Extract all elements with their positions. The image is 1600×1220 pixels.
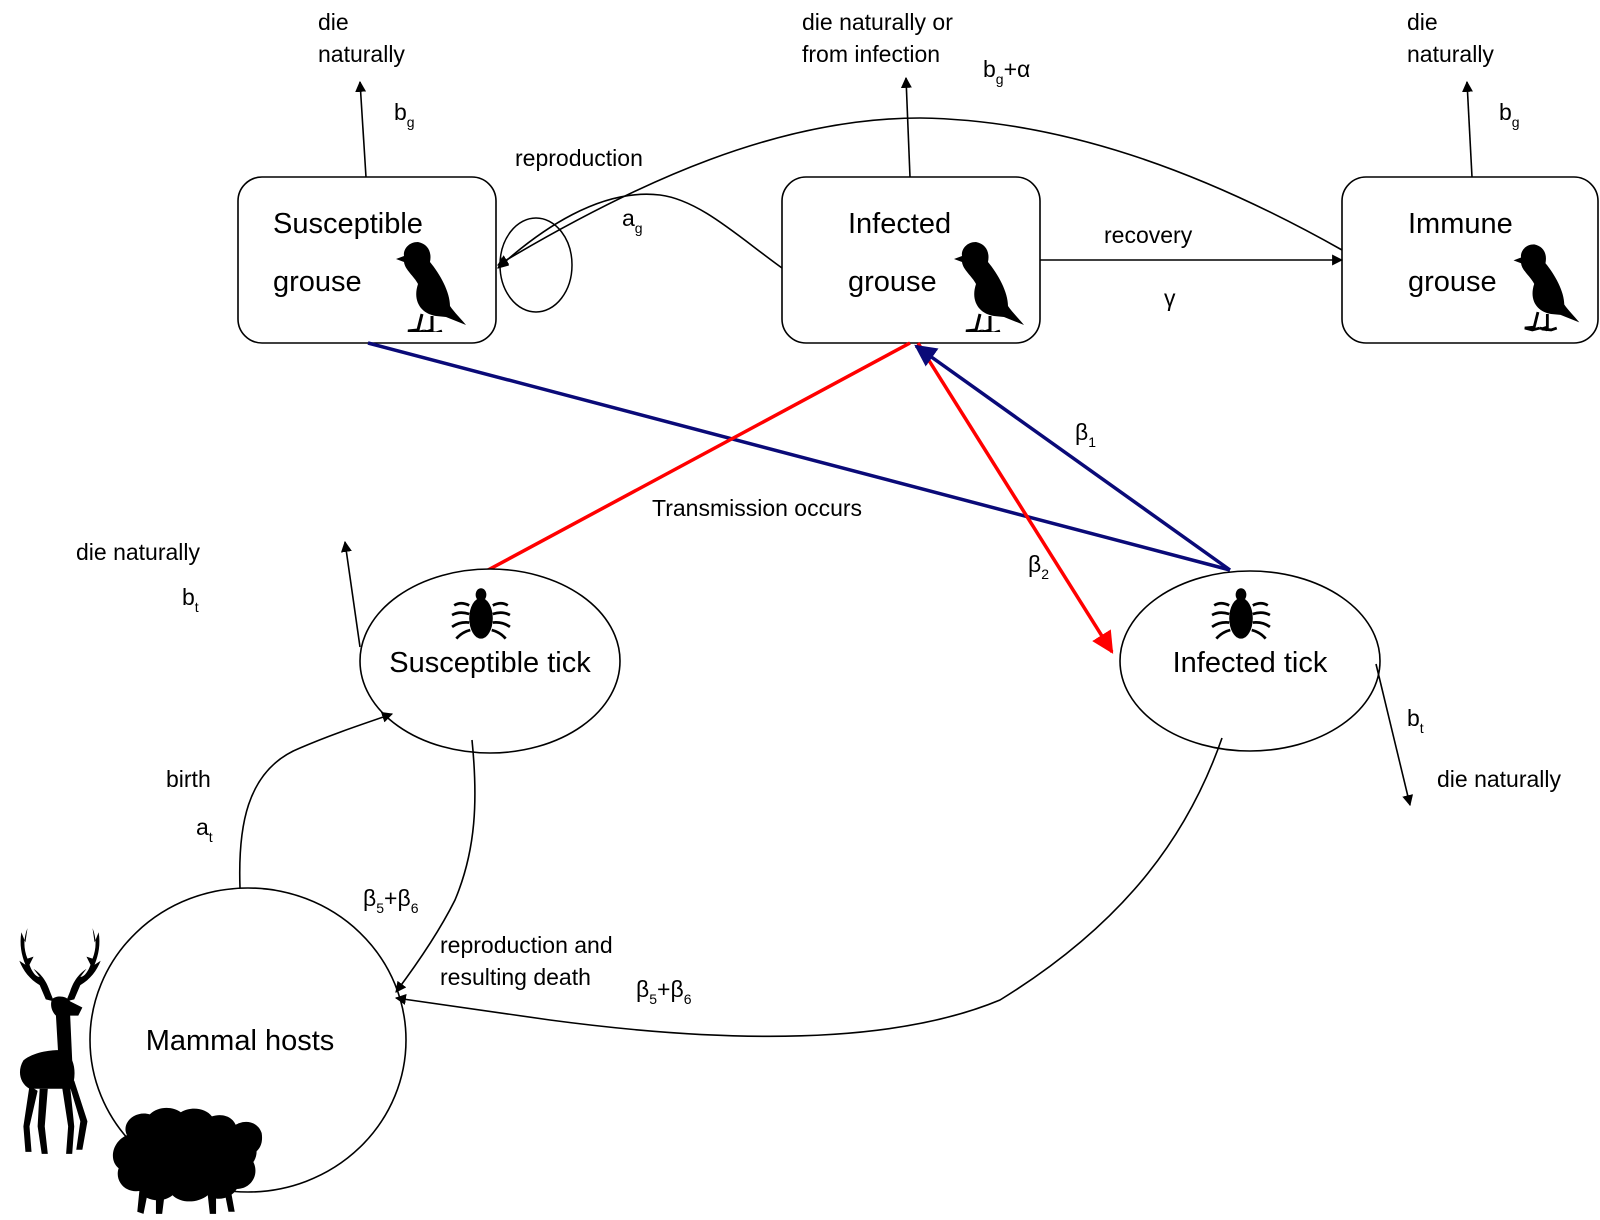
susceptible-grouse-death-arrow xyxy=(355,80,367,178)
ig-die-label: die naturally or xyxy=(802,9,953,35)
node-susceptible-grouse: Susceptible grouse xyxy=(237,176,497,344)
deer-icon xyxy=(19,928,101,1154)
repro-death-label-line2: resulting death xyxy=(440,964,591,990)
repro-death-label: reproduction and xyxy=(440,932,613,958)
node-infected-grouse: Infected grouse xyxy=(781,176,1041,344)
immune-grouse-label: Immune xyxy=(1408,208,1513,240)
param-bt-susceptible: bt xyxy=(182,584,199,615)
birth-label: birth xyxy=(166,766,211,792)
mammal-hosts-label: Mammal hosts xyxy=(146,1025,335,1057)
param-beta56-susceptible: β5+β6 xyxy=(363,885,419,916)
param-beta56-infected: β5+β6 xyxy=(636,976,692,1007)
infected-grouse-label: Infected xyxy=(848,208,951,240)
susceptible-grouse-label-line2: grouse xyxy=(273,266,362,298)
node-mammal-hosts: Mammal hosts xyxy=(19,887,407,1214)
it-die-label: die naturally xyxy=(1437,766,1562,792)
param-at: at xyxy=(196,814,213,845)
infected-tick-label: Infected tick xyxy=(1173,647,1328,679)
infected-tick-death-arrow xyxy=(1375,663,1414,807)
infected-reproduction-arrow xyxy=(497,193,783,269)
birth-arrow xyxy=(238,712,394,889)
recovery-label: recovery xyxy=(1104,222,1193,248)
st-die-label: die naturally xyxy=(76,539,201,565)
immune-reproduction-arrow xyxy=(497,117,1343,266)
immune-grouse-label-line2: grouse xyxy=(1408,266,1497,298)
infected-grouse-label-line2: grouse xyxy=(848,266,937,298)
im-die-label: die xyxy=(1407,9,1438,35)
ig-die-label-line2: from infection xyxy=(802,41,940,67)
param-bg-immune: bg xyxy=(1499,99,1520,130)
param-beta2: β2 xyxy=(1028,551,1049,582)
beta2-transmission-arrow xyxy=(916,342,1114,654)
susceptible-grouse-label: Susceptible xyxy=(273,208,423,240)
node-susceptible-tick: Susceptible tick xyxy=(359,568,621,754)
sg-die-label: die xyxy=(318,9,349,35)
im-die-label-line2: naturally xyxy=(1407,41,1494,67)
infected-tick-reproduction-arrow xyxy=(394,737,1223,1038)
param-bg-susceptible: bg xyxy=(394,99,415,130)
node-immune-grouse: Immune grouse xyxy=(1341,176,1599,344)
infected-grouse-to-susceptible-tick-line xyxy=(487,341,911,572)
transmission-label: Transmission occurs xyxy=(652,495,862,521)
param-beta1: β1 xyxy=(1075,419,1096,450)
param-bg-alpha: bg+α xyxy=(983,56,1030,87)
sheep-icon xyxy=(112,1107,263,1214)
param-ag: ag xyxy=(622,205,643,236)
node-infected-tick: Infected tick xyxy=(1119,570,1381,752)
infected-grouse-death-arrow xyxy=(900,76,912,178)
beta1-transmission-arrow xyxy=(914,344,1232,572)
immune-grouse-death-arrow xyxy=(1462,80,1474,178)
susceptible-grouse-to-infected-tick-line xyxy=(367,341,1231,572)
susceptible-tick-reproduction-arrow xyxy=(395,739,476,993)
reproduction-label: reproduction xyxy=(515,145,643,171)
sg-die-label-line2: naturally xyxy=(318,41,405,67)
param-bt-infected: bt xyxy=(1407,705,1424,736)
susceptible-tick-label: Susceptible tick xyxy=(389,647,591,679)
reproduction-loop xyxy=(499,217,573,313)
gamma-label: γ xyxy=(1164,285,1176,311)
susceptible-tick-death-arrow xyxy=(340,540,361,648)
